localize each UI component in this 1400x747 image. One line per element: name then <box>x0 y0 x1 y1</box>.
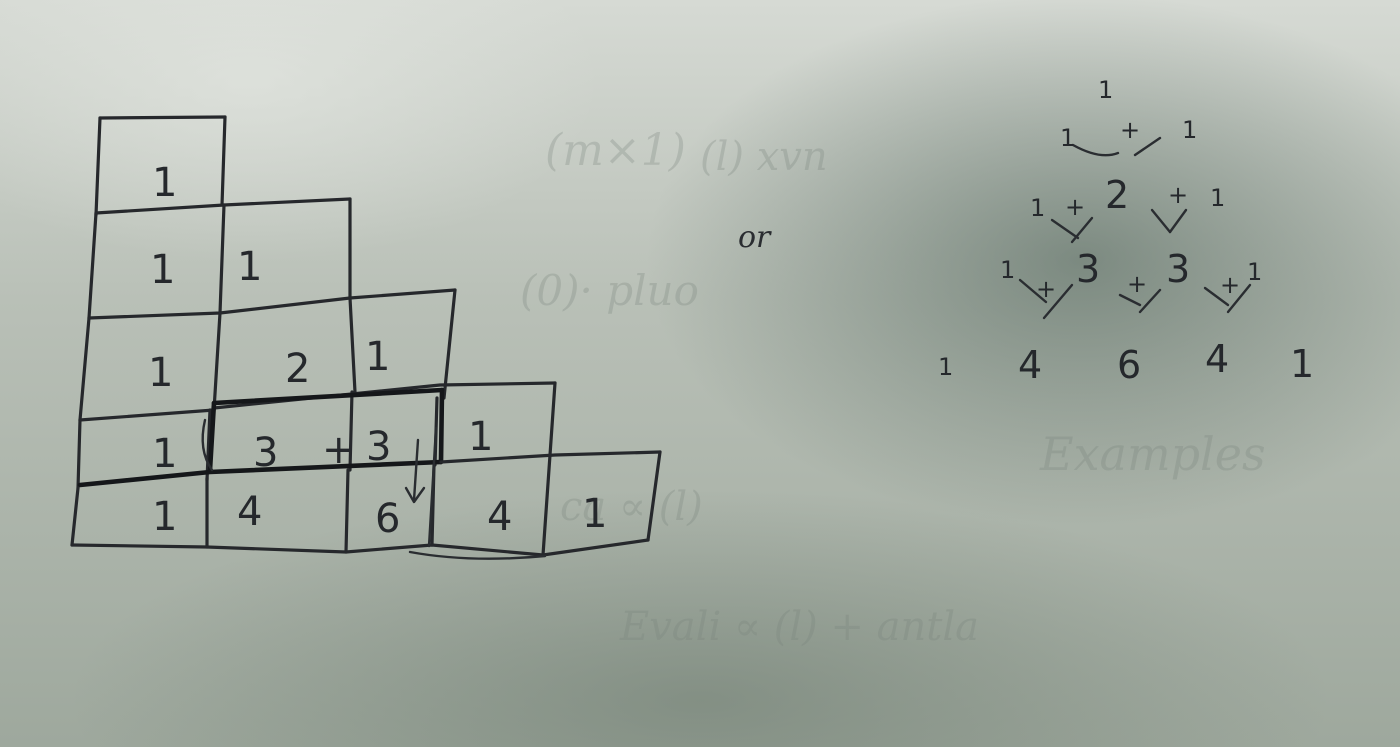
plus-sign: + <box>1168 181 1188 209</box>
svg-text:(l) xvn: (l) xvn <box>700 134 828 180</box>
plus-sign: + <box>1127 270 1147 298</box>
plus-sign: + <box>1065 193 1085 221</box>
plus-sign: + <box>1120 116 1140 144</box>
triangle-number: 1 <box>1030 194 1045 222</box>
brick-cell: 1 <box>152 160 177 206</box>
brick-row-3: 1 2 1 <box>148 334 390 396</box>
brick-cell: 2 <box>285 346 310 392</box>
brick-cell: 1 <box>582 491 607 537</box>
svg-text:(0)· pluo: (0)· pluo <box>520 266 699 315</box>
brick-cell: 1 <box>468 414 493 460</box>
triangle-number: 3 <box>1166 247 1190 291</box>
triangle-number: 6 <box>1117 343 1141 387</box>
triangle-number: 1 <box>1098 76 1113 104</box>
triangle-number: 1 <box>1000 256 1015 284</box>
brick-cell: 1 <box>152 431 177 477</box>
brick-grid <box>70 115 662 560</box>
brick-cell: 3 <box>366 424 391 470</box>
triangle-row-2: 1 + 1 <box>1060 116 1197 152</box>
triangle-row-3: 1 + 2 + 1 <box>1030 173 1225 222</box>
svg-text:Examples: Examples <box>1039 427 1266 481</box>
plus-sign: + <box>322 427 356 473</box>
triangle-number: 1 <box>1182 116 1197 144</box>
triangle-number: 1 <box>938 353 953 381</box>
triangle-row-1: 1 <box>1098 76 1113 104</box>
brick-cell: 3 <box>253 430 278 476</box>
triangle-number: 4 <box>1018 343 1042 387</box>
connector-word: or <box>738 220 772 255</box>
triangle-row-5: 1 4 6 4 1 <box>938 337 1314 387</box>
svg-text:(m×1): (m×1) <box>545 125 686 176</box>
brick-cell: 1 <box>150 247 175 293</box>
plus-sign: + <box>1220 271 1240 299</box>
svg-text:ca ∝ (l): ca ∝ (l) <box>560 484 703 530</box>
triangle-number: 1 <box>1210 184 1225 212</box>
triangle-number: 3 <box>1076 247 1100 291</box>
brick-cell: 1 <box>152 494 177 540</box>
triangle-number: 1 <box>1247 258 1262 286</box>
svg-text:Evali ∝ (l) + antla: Evali ∝ (l) + antla <box>619 604 979 650</box>
brick-row-2: 1 1 <box>150 244 262 293</box>
brick-row-5: 1 4 6 4 1 <box>152 489 607 542</box>
brick-cell: 4 <box>237 489 262 535</box>
triangle-number: 2 <box>1105 173 1129 217</box>
triangle-number: 4 <box>1205 337 1229 381</box>
triangle-number: 1 <box>1060 124 1075 152</box>
brick-row-4: 1 3 + 3 1 <box>152 414 493 477</box>
brick-cell: 1 <box>148 350 173 396</box>
brick-cell: 4 <box>487 494 512 540</box>
brick-cell: 6 <box>375 496 400 542</box>
brick-cell: 1 <box>237 244 262 290</box>
brick-row-1: 1 <box>152 160 177 206</box>
brick-cell: 1 <box>365 334 390 380</box>
triangle-row-4: 1 + 3 + 3 + 1 <box>1000 247 1262 303</box>
triangle-number: 1 <box>1290 342 1314 386</box>
plus-sign: + <box>1036 275 1056 303</box>
triangle-strokes <box>1018 136 1252 320</box>
